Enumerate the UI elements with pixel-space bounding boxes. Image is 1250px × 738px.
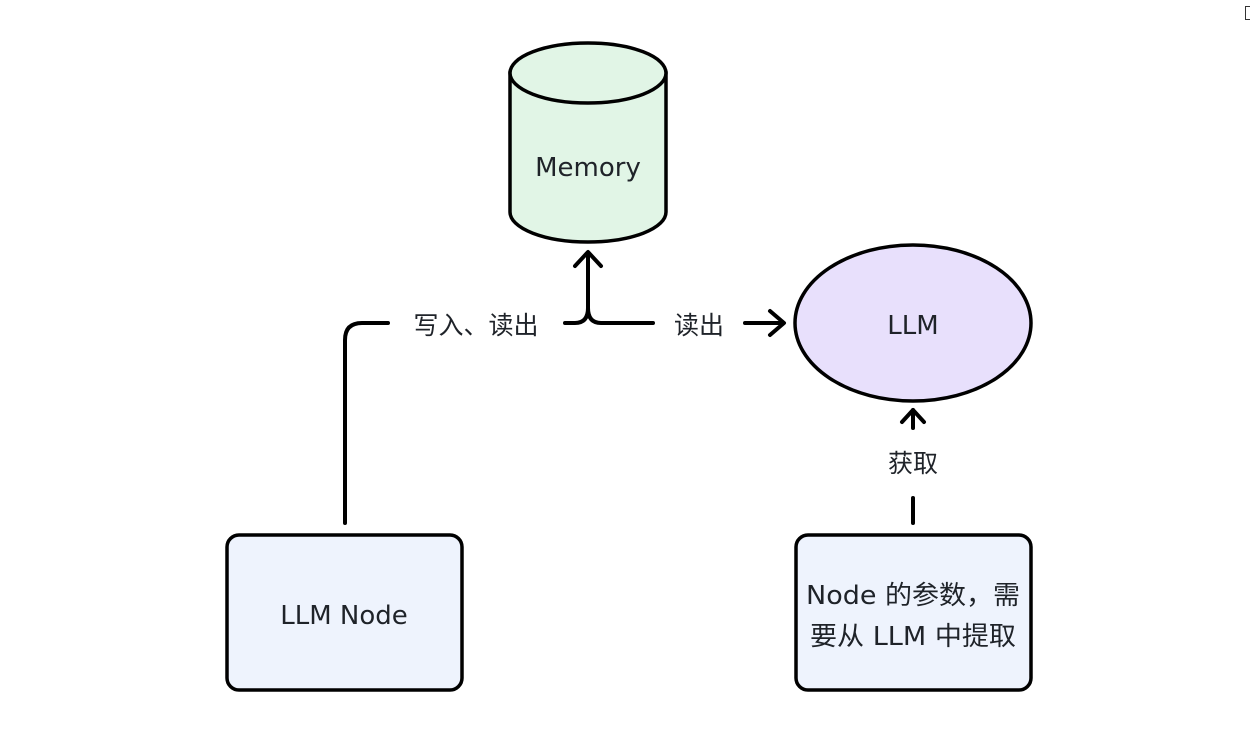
edge-memory-to-llm bbox=[586, 306, 655, 325]
edge-llm-node-to-memory bbox=[343, 321, 390, 525]
memory-arrowhead bbox=[573, 250, 603, 268]
llm-label: LLM bbox=[887, 311, 938, 341]
memory-cylinder-body bbox=[508, 71, 668, 244]
llm-arrowhead-up bbox=[900, 408, 926, 424]
memory-label: Memory bbox=[535, 153, 641, 183]
memory-cylinder-top bbox=[508, 41, 668, 105]
llm-node-box[interactable]: LLM Node bbox=[225, 533, 464, 692]
node-params-label-line2: 要从 LLM 中提取 bbox=[810, 622, 1016, 652]
edge-label-write-read: 写入、读出 bbox=[413, 311, 538, 340]
llm-node-label: LLM Node bbox=[280, 601, 408, 631]
node-params-box[interactable]: Node 的参数，需 要从 LLM 中提取 bbox=[794, 533, 1033, 692]
corner-mark bbox=[1245, 6, 1250, 20]
llm-arrowhead-right bbox=[768, 309, 786, 337]
llm-node-ellipse[interactable]: LLM bbox=[793, 243, 1033, 403]
node-params-label-line1: Node 的参数，需 bbox=[806, 581, 1020, 611]
node-params-rect bbox=[794, 533, 1033, 692]
edge-label-read: 读出 bbox=[674, 311, 724, 340]
edge-label-fetch: 获取 bbox=[888, 449, 938, 478]
llm-ellipse bbox=[793, 243, 1033, 403]
memory-node[interactable]: Memory bbox=[508, 41, 668, 244]
llm-node-rect bbox=[225, 533, 464, 692]
